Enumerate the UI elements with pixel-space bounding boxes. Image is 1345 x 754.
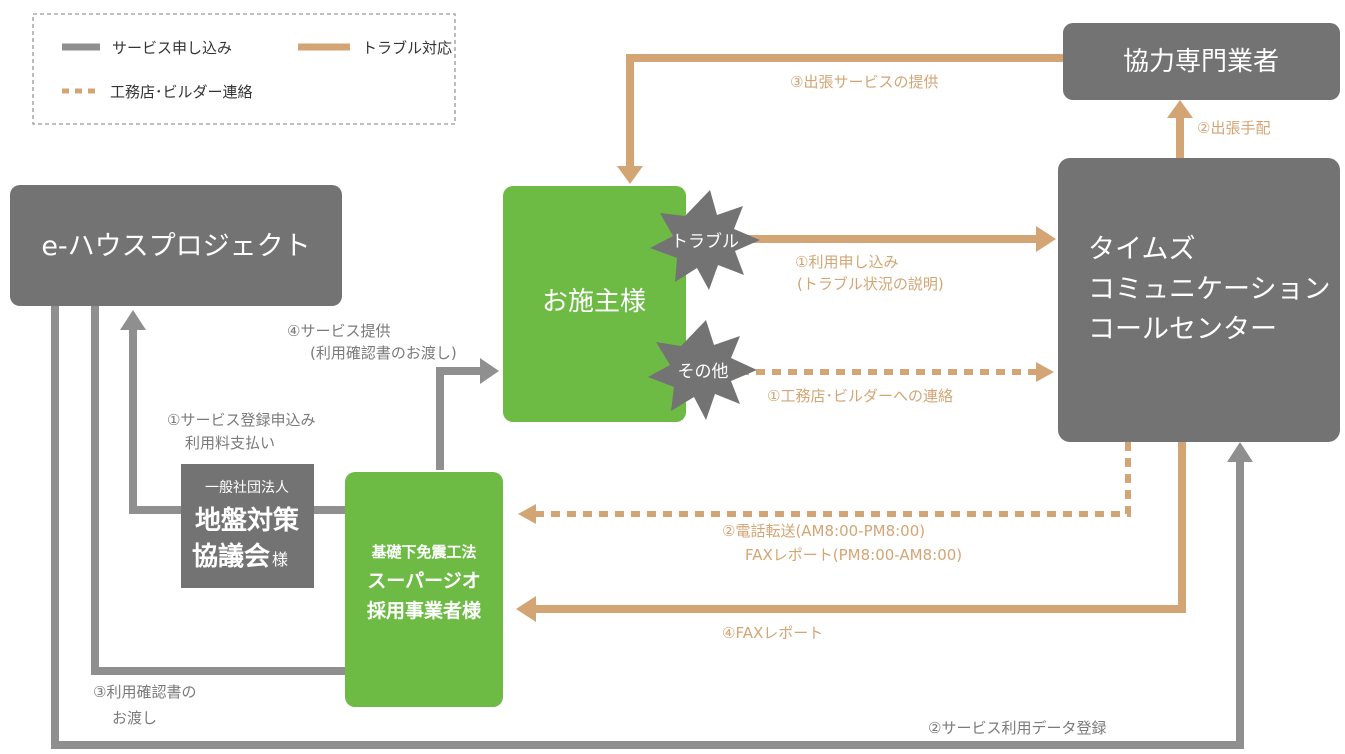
council-box: 一般社団法人 地盤対策 協議会様 — [181, 464, 314, 588]
arrowhead — [480, 358, 499, 384]
arrowhead — [1167, 100, 1193, 118]
arrowhead — [120, 310, 146, 330]
arrowhead — [617, 166, 643, 184]
label-confirm-doc-2: お渡し — [112, 709, 157, 727]
label-apply-sub: (トラブル状況の説明) — [797, 275, 944, 293]
connector-fax-report — [536, 442, 1186, 613]
trouble-burst-shape — [650, 190, 760, 290]
owner-box: お施主様 — [503, 186, 686, 422]
ehouse-label: e-ハウスプロジェクト — [41, 231, 310, 262]
legend-builder-contact: 工務店･ビルダー連絡 — [110, 83, 253, 101]
arrowhead — [516, 596, 536, 622]
label-phone-transfer-1: ②電話転送(AM8:00-PM8:00) — [722, 522, 925, 540]
times-label-1: タイムズ — [1088, 234, 1195, 265]
label-dispatch-service: ③出張サービスの提供 — [790, 73, 938, 91]
connector-service-provide — [436, 367, 482, 470]
legend: サービス申し込み トラブル対応 工務店･ビルダー連絡 — [32, 13, 456, 125]
trouble-label: トラブル — [671, 231, 739, 252]
council-suffix: 様 — [272, 550, 288, 569]
other-label: その他 — [678, 362, 729, 382]
times-label-2: コミュニケーション — [1088, 274, 1330, 305]
times-label-3: コールセンター — [1088, 314, 1277, 345]
edge-labels: ③出張サービスの提供 ②出張手配 ①利用申し込み (トラブル状況の説明) ①工務… — [93, 73, 1270, 737]
connectors — [51, 54, 1253, 749]
arrowhead — [1036, 226, 1056, 252]
other-burst: その他 — [648, 320, 757, 420]
arrowhead — [1036, 362, 1054, 382]
label-dispatch-arrange: ②出張手配 — [1197, 119, 1270, 137]
legend-service-application: サービス申し込み — [112, 39, 232, 57]
operator-label-1: 基礎下免震工法 — [370, 543, 476, 561]
label-fax-report: ④FAXレポート — [722, 624, 823, 642]
arrowhead — [1227, 442, 1253, 462]
owner-label: お施主様 — [542, 287, 646, 317]
other-burst-shape — [648, 320, 757, 420]
times-box: タイムズ コミュニケーション コールセンター — [1058, 158, 1340, 442]
label-service-provide: ④サービス提供 — [287, 322, 390, 340]
operator-label-3: 採用事業者様 — [367, 599, 482, 622]
label-confirm-doc-1: ③利用確認書の — [93, 683, 196, 701]
council-line1: 地盤対策 — [195, 505, 299, 536]
label-builder-contact: ①工務店･ビルダーへの連絡 — [767, 387, 953, 405]
label-service-provide-sub: (利用確認書のお渡し) — [310, 344, 457, 362]
legend-border — [32, 13, 456, 125]
specialist-box: 協力専門業者 — [1063, 23, 1340, 100]
connector-dispatch-service — [626, 54, 1063, 168]
operator-label-2: スーパージオ — [367, 570, 480, 592]
label-service-register-2: 利用料支払い — [185, 434, 275, 452]
label-data-register: ②サービス利用データ登録 — [928, 719, 1106, 737]
arrowhead — [518, 504, 536, 524]
ehouse-box: e-ハウスプロジェクト — [10, 185, 342, 306]
connector-data-register — [51, 306, 1244, 749]
label-service-register-1: ①サービス登録申込み — [167, 411, 315, 429]
label-apply: ①利用申し込み — [795, 253, 898, 271]
operator-box: 基礎下免震工法 スーパージオ 採用事業者様 — [345, 472, 503, 707]
connector-phone-transfer — [536, 442, 1131, 517]
specialist-label: 協力専門業者 — [1123, 47, 1279, 77]
council-prefix: 一般社団法人 — [205, 480, 289, 496]
label-phone-transfer-2: FAXレポート(PM8:00-AM8:00) — [745, 546, 962, 564]
trouble-burst: トラブル — [650, 190, 760, 290]
legend-trouble-response: トラブル対応 — [362, 39, 452, 57]
connector-confirm-doc — [91, 306, 350, 675]
council-line2: 協議会様 — [192, 541, 288, 572]
